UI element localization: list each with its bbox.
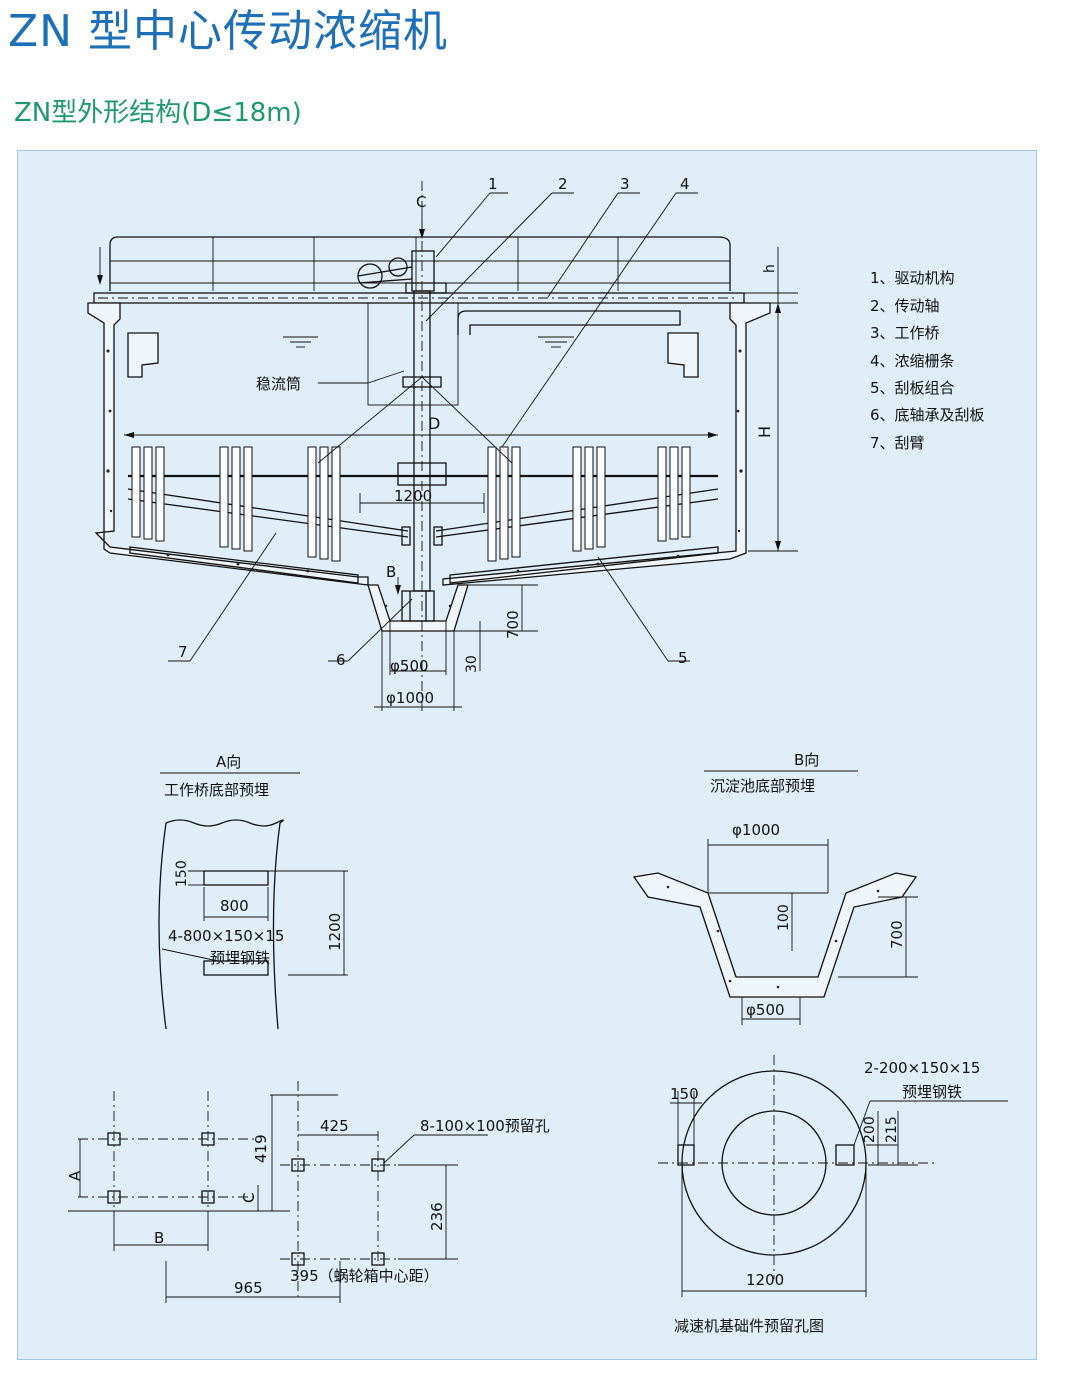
view-a-outline-right xyxy=(165,819,284,1030)
drive-mechanism xyxy=(357,250,447,294)
drawing-panel: 1 2 3 4 5 6 7 C B 稳流筒 D H h 1200 700 30 … xyxy=(17,150,1037,1360)
view-a-dim-150: 150 xyxy=(174,860,190,887)
plan-dim-965: 965 xyxy=(234,1279,263,1297)
scraper-blade-right xyxy=(449,546,719,584)
callout-5: 5 xyxy=(678,649,688,667)
dim-H: H xyxy=(755,426,774,438)
view-b-dim-100: 100 xyxy=(776,904,792,931)
page-title: ZN 型中心传动浓缩机 xyxy=(8,6,449,57)
view-a-title: A向 xyxy=(216,753,241,771)
thickening-pickets-left xyxy=(131,446,341,562)
plan-dim-419: 419 xyxy=(252,1134,270,1163)
thickener-elevation: 1 2 3 4 5 6 7 C B 稳流筒 D H h 1200 700 30 … xyxy=(87,175,798,711)
view-a-outline-left xyxy=(158,822,167,1030)
page-subtitle: ZN型外形结构(D≤18m) xyxy=(14,98,302,128)
reducer-dim-215: 215 xyxy=(884,1116,900,1143)
launder-left xyxy=(127,332,159,378)
view-a-spec-name: 预埋钢铁 xyxy=(210,949,270,967)
dim-700: 700 xyxy=(504,610,522,639)
reducer-dim-200: 200 xyxy=(862,1116,878,1143)
legend-item-6: 6、底轴承及刮板 xyxy=(870,406,985,424)
callout-3: 3 xyxy=(620,175,630,193)
view-b-dim-700: 700 xyxy=(888,920,906,949)
view-b-sump-embed: B向 沉淀池底部预埋 φ1000 100 700 φ500 xyxy=(632,751,918,1025)
central-sump xyxy=(367,584,469,632)
thickening-pickets-right xyxy=(487,446,691,562)
dim-h: h xyxy=(762,264,778,273)
callout-1: 1 xyxy=(488,175,498,193)
scraper-blade-left xyxy=(129,546,359,584)
view-b-sump xyxy=(632,872,918,998)
reducer-spec-name: 预埋钢铁 xyxy=(902,1083,962,1101)
view-a-caption: 工作桥底部预埋 xyxy=(164,781,269,799)
plan-hole-spec: 8-100×100预留孔 xyxy=(420,1117,550,1135)
stilling-well xyxy=(367,302,459,406)
anchor-hole-plan: A B C 425 419 236 965 395（蜗轮箱中心距） 8-100×… xyxy=(66,1081,550,1303)
plan-note-395: 395（蜗轮箱中心距） xyxy=(290,1267,439,1285)
engineering-drawing: 1 2 3 4 5 6 7 C B 稳流筒 D H h 1200 700 30 … xyxy=(66,175,1008,1335)
legend-item-7: 7、刮臂 xyxy=(870,434,925,452)
reducer-caption: 减速机基础件预留孔图 xyxy=(674,1317,824,1335)
dim-phi500: φ500 xyxy=(390,657,429,675)
tank-wall-right xyxy=(442,302,771,586)
callout-2: 2 xyxy=(558,175,568,193)
view-b-dim-phi500: φ500 xyxy=(746,1001,785,1019)
plan-dim-C: C xyxy=(240,1193,258,1203)
feed-pipe xyxy=(457,310,681,335)
stilling-well-label: 稳流筒 xyxy=(256,375,301,393)
view-b-title: B向 xyxy=(794,751,819,769)
view-b-caption: 沉淀池底部预埋 xyxy=(710,777,815,795)
view-a-bridge-embed: A向 工作桥底部预埋 150 800 1200 4-800×150×15 预埋钢… xyxy=(158,753,348,1030)
legend-item-1: 1、驱动机构 xyxy=(870,269,955,287)
dim-D: D xyxy=(428,414,440,433)
reducer-dim-1200: 1200 xyxy=(746,1271,784,1289)
legend-item-2: 2、传动轴 xyxy=(870,297,940,315)
bridge-handrail xyxy=(109,236,731,291)
reducer-spec: 2-200×150×15 xyxy=(864,1059,980,1077)
callout-7: 7 xyxy=(178,643,188,661)
plan-dim-A: A xyxy=(66,1170,84,1181)
callout-4: 4 xyxy=(680,175,690,193)
parts-legend: 1、驱动机构 2、传动轴 3、工作桥 4、浓缩栅条 5、刮板组合 6、底轴承及刮… xyxy=(870,269,985,452)
callout-6: 6 xyxy=(336,651,346,669)
view-a-dim-1200: 1200 xyxy=(326,913,344,951)
view-mark-c: C xyxy=(416,193,426,211)
view-mark-b: B xyxy=(386,563,396,581)
view-a-spec: 4-800×150×15 xyxy=(168,927,284,945)
dim-1200: 1200 xyxy=(394,487,432,505)
legend-item-3: 3、工作桥 xyxy=(870,324,940,342)
reducer-dim-150: 150 xyxy=(670,1085,699,1103)
view-a-dim-800: 800 xyxy=(220,897,249,915)
bottom-bearing xyxy=(401,590,435,622)
legend-item-5: 5、刮板组合 xyxy=(870,379,955,397)
dim-phi1000: φ1000 xyxy=(386,689,434,707)
reducer-foundation-plan: 150 200 215 1200 2-200×150×15 预埋钢铁 减速机基础… xyxy=(658,1055,1008,1335)
plan-dim-425: 425 xyxy=(320,1117,349,1135)
plan-dim-B: B xyxy=(154,1229,164,1247)
tank-wall-left xyxy=(87,302,369,586)
launder-right xyxy=(667,332,699,378)
plan-dim-236: 236 xyxy=(428,1202,446,1231)
dim-30: 30 xyxy=(464,655,480,673)
legend-item-4: 4、浓缩栅条 xyxy=(870,352,955,370)
view-b-dim-phi1000: φ1000 xyxy=(732,821,780,839)
